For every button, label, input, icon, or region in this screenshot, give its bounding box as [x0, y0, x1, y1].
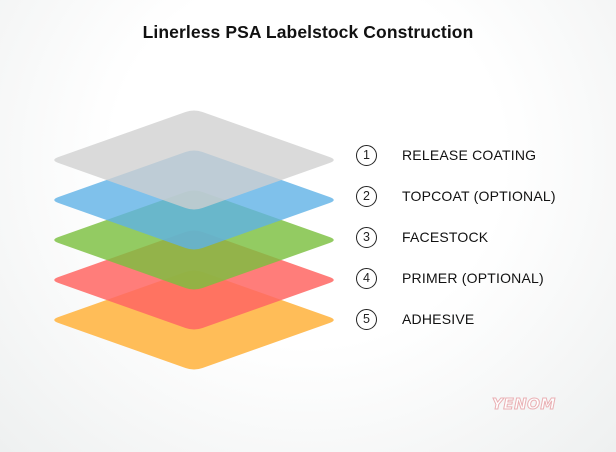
release-coating-layer	[54, 110, 334, 210]
legend-item-release-coating: 1 RELEASE COATING	[356, 145, 596, 186]
legend-label: PRIMER (OPTIONAL)	[402, 270, 544, 286]
legend-number-badge: 1	[356, 145, 377, 166]
legend-label: ADHESIVE	[402, 311, 475, 327]
legend-item-facestock: 3 FACESTOCK	[356, 227, 596, 268]
legend-label: FACESTOCK	[402, 229, 489, 245]
legend-item-primer: 4 PRIMER (OPTIONAL)	[356, 268, 596, 309]
watermark-logo: YENOM	[492, 395, 556, 414]
legend-number-badge: 3	[356, 227, 377, 248]
legend-label: RELEASE COATING	[402, 147, 537, 163]
legend-item-topcoat: 2 TOPCOAT (OPTIONAL)	[356, 186, 596, 227]
legend-number-badge: 4	[356, 268, 377, 289]
legend-number-badge: 2	[356, 186, 377, 207]
legend-item-adhesive: 5 ADHESIVE	[356, 309, 596, 350]
layer-legend: 1 RELEASE COATING 2 TOPCOAT (OPTIONAL) 3…	[356, 145, 596, 350]
legend-number-badge: 5	[356, 309, 377, 330]
diagram-title: Linerless PSA Labelstock Construction	[142, 22, 474, 42]
legend-label: TOPCOAT (OPTIONAL)	[402, 188, 556, 204]
